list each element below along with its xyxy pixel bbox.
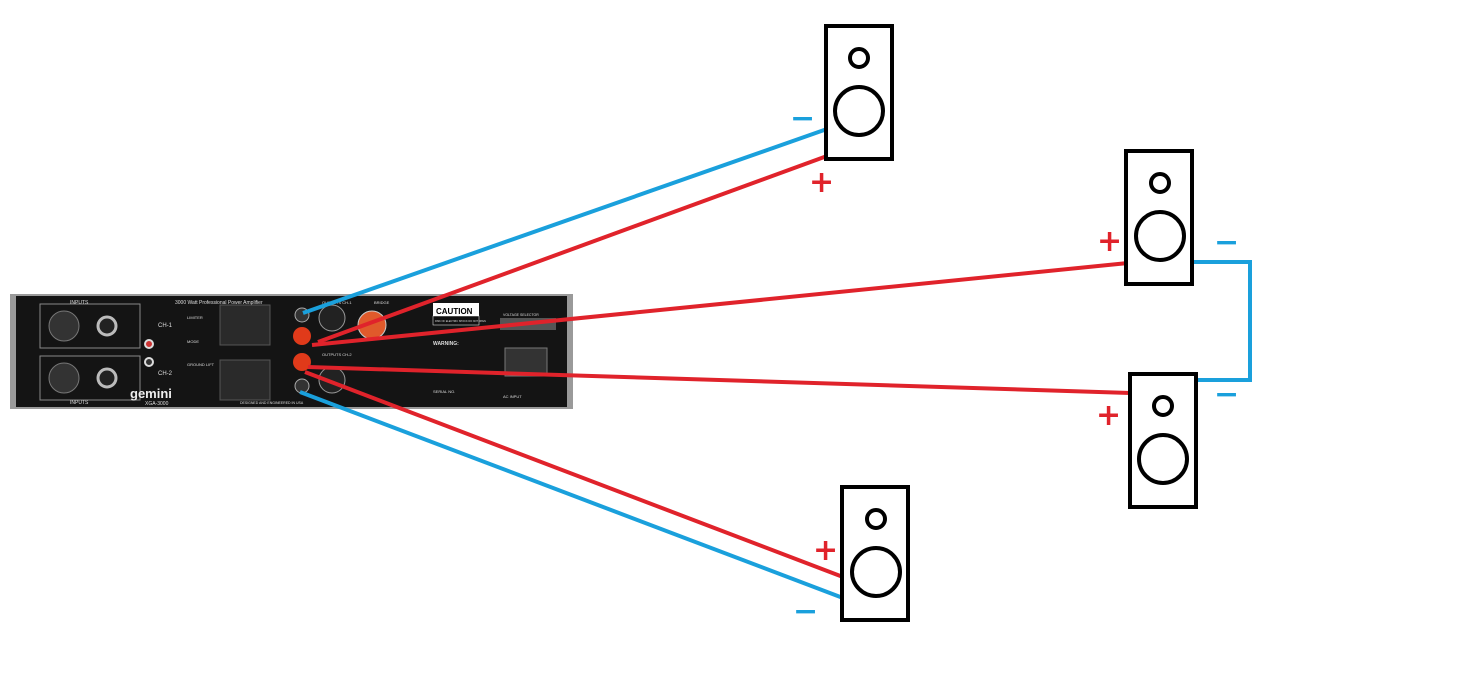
- wire-negative-speaker4: [299, 390, 844, 600]
- plus-sign-speaker1: +: [809, 165, 834, 200]
- plus-sign-speaker4: +: [813, 533, 838, 568]
- woofer-icon: [1137, 433, 1189, 485]
- ch2-label: CH-2: [158, 371, 173, 377]
- rca-jack-white: [144, 357, 154, 367]
- wire-positive-speaker2: [311, 261, 1129, 347]
- input-frame-ch1: [39, 303, 141, 349]
- ac-inlet: [504, 347, 548, 377]
- wire-positive-speaker3: [307, 365, 1131, 395]
- minus-sign-speaker1: −: [790, 101, 815, 136]
- tweeter-icon: [848, 47, 870, 69]
- amp-title: 3000 Watt Professional Power Amplifier: [175, 300, 263, 306]
- inputs-label-bottom: INPUTS: [70, 400, 89, 406]
- tweeter-icon: [1149, 172, 1171, 194]
- ground-lift-label: GROUND LIFT: [187, 362, 215, 367]
- rca-jack-red: [144, 339, 154, 349]
- outputs-ch2-label: OUTPUTS CH-2: [322, 352, 352, 357]
- woofer-icon: [833, 85, 885, 137]
- plus-sign-speaker2: +: [1097, 224, 1122, 259]
- wire-series-link: [1193, 260, 1252, 382]
- tweeter-icon: [1152, 395, 1174, 417]
- binding-post-ch2-positive: [293, 353, 311, 371]
- vent-grille-top: [219, 304, 271, 346]
- input-frame-ch2: [39, 355, 141, 401]
- xlr-input-ch1: [48, 310, 80, 342]
- caution-label: CAUTION: [436, 307, 473, 316]
- caution-sub-box: [432, 315, 480, 326]
- wire-negative-speaker1: [302, 127, 828, 315]
- amplifier: 3000 Watt Professional Power Amplifier I…: [10, 294, 573, 409]
- limiter-label: LIMITER: [187, 315, 203, 320]
- jack-input-ch1: [96, 315, 118, 337]
- binding-post-ch1-positive: [293, 327, 311, 345]
- caution-label-box: [433, 303, 479, 316]
- plus-sign-speaker3: +: [1096, 398, 1121, 433]
- brand-logo: gemini: [130, 386, 172, 401]
- amplifier-panel: [16, 296, 567, 407]
- serial-label: SERIAL NO.: [433, 389, 455, 394]
- caution-subtext: RISK OF ELECTRIC SHOCK DO NOT OPEN: [435, 320, 486, 323]
- wire-positive-speaker4: [304, 370, 844, 579]
- inputs-label-top: INPUTS: [70, 300, 89, 306]
- wire-positive-speaker1: [317, 154, 828, 344]
- xlr-input-ch2: [48, 362, 80, 394]
- speaker-3: [1128, 372, 1198, 509]
- minus-sign-speaker4: −: [793, 594, 818, 629]
- speaker-2: [1124, 149, 1194, 286]
- bridge-label: BRIDGE: [374, 300, 390, 305]
- woofer-icon: [850, 546, 902, 598]
- ac-input-label: AC INPUT: [503, 394, 522, 399]
- speaker-4: [840, 485, 910, 622]
- amp-footer: DESIGNED AND ENGINEERED IN USA: [240, 401, 304, 405]
- wires: [299, 127, 1252, 600]
- tweeter-icon: [865, 508, 887, 530]
- minus-sign-speaker2: −: [1214, 225, 1239, 260]
- ch1-label: CH-1: [158, 323, 173, 329]
- mode-label: MODE: [187, 339, 199, 344]
- woofer-icon: [1134, 210, 1186, 262]
- speaker-1: [824, 24, 894, 161]
- model-label: XGA-3000: [145, 401, 169, 407]
- speakon-ch1: [318, 304, 346, 332]
- jack-input-ch2: [96, 367, 118, 389]
- voltage-selector-label: VOLTAGE SELECTOR: [503, 313, 539, 317]
- vent-grille-bottom: [219, 359, 271, 401]
- minus-sign-speaker3: −: [1214, 377, 1239, 412]
- warning-label: WARNING:: [433, 341, 459, 347]
